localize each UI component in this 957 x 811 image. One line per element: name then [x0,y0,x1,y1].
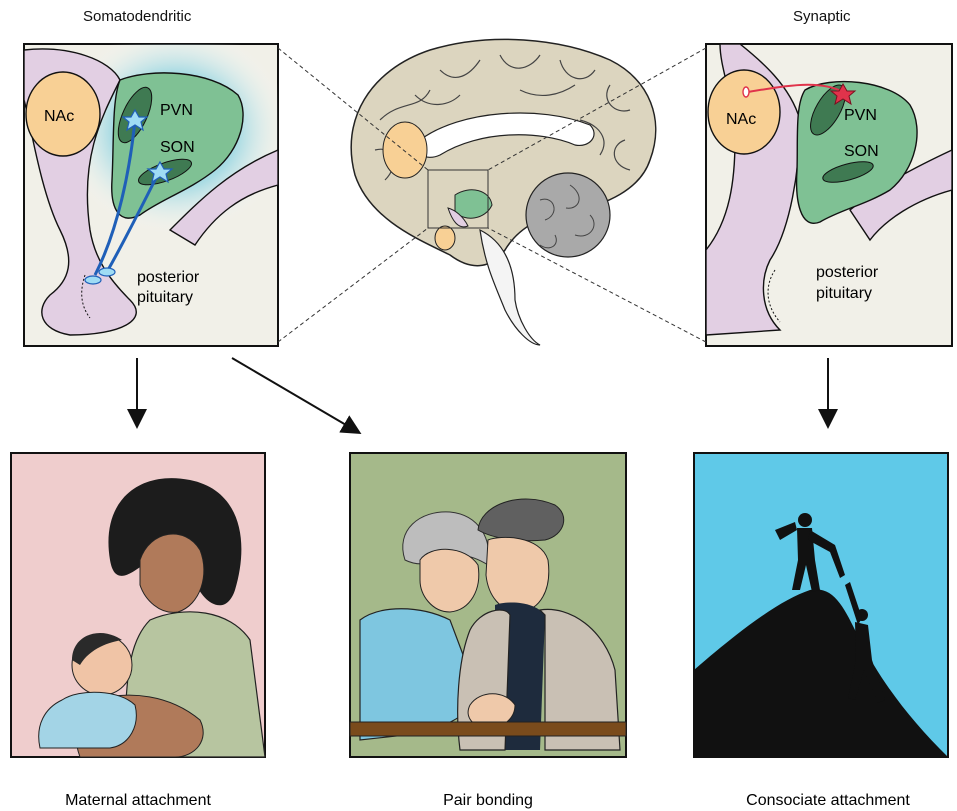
arrow-to-pair [232,358,358,432]
railing [350,722,626,736]
pvn-label: PVN [844,107,877,124]
axon-terminal [85,276,101,284]
synaptic-panel: NAc PVN SON posterior pituitary [706,44,952,346]
caption-consociate: Consociate attachment [746,792,910,809]
nac-label: NAc [44,108,74,125]
pituitary-label: pituitary [816,285,872,302]
arrows [137,358,828,432]
somatodendritic-panel: NAc PVN SON posterior pituitary [24,25,290,346]
pvn-label: PVN [160,102,193,119]
pituitary-label: pituitary [137,289,193,306]
son-label: SON [844,143,879,160]
posterior-label: posterior [137,269,200,286]
maternal-attachment-panel [11,453,265,757]
pair-bonding-panel [350,453,626,757]
synaptic-title: Synaptic [793,8,851,25]
brain-nac-region [383,122,427,178]
nac-label: NAc [726,111,756,128]
mother-face [140,534,204,612]
consociate-attachment-panel [694,453,948,757]
caption-pair: Pair bonding [443,792,533,809]
son-label: SON [160,139,195,156]
posterior-label: posterior [816,264,879,281]
axon-terminal [743,87,749,97]
brainstem [480,230,540,345]
somatodendritic-title: Somatodendritic [83,8,191,25]
caption-maternal: Maternal attachment [65,792,211,809]
cerebellum [526,173,610,257]
axon-terminal [99,268,115,276]
brain-sagittal-illustration [351,39,656,345]
brain-amygdala [435,226,455,250]
